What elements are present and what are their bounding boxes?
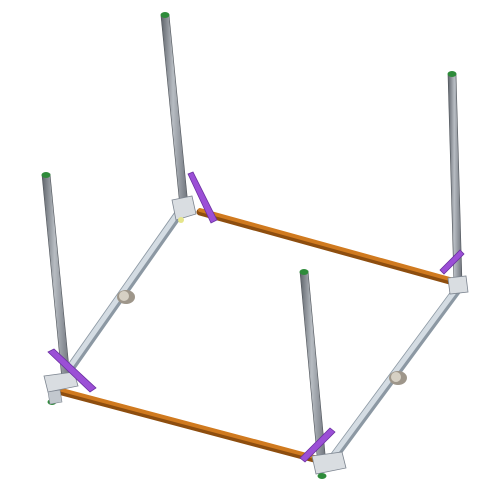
purple-brace [47,348,97,393]
back-left-bracket [171,171,218,224]
purple-brace [439,249,465,275]
post-cap-icon [447,71,457,77]
purple-brace [187,171,218,224]
purple-brace [299,427,336,463]
post-back-left [160,12,189,208]
foot-cap-icon [317,473,327,479]
front-right-bracket [299,427,347,479]
post-cap-icon [41,172,51,178]
post-cap-icon [299,269,309,275]
post-cap-icon [160,12,170,18]
left-tube-hub [117,290,135,304]
right-tube-hub [389,371,407,385]
post-front-left [41,172,71,381]
back-right-bracket [439,249,469,295]
front-orange-bar [58,388,322,464]
front-left-bracket [43,348,97,405]
rear-orange-bar [196,208,461,287]
